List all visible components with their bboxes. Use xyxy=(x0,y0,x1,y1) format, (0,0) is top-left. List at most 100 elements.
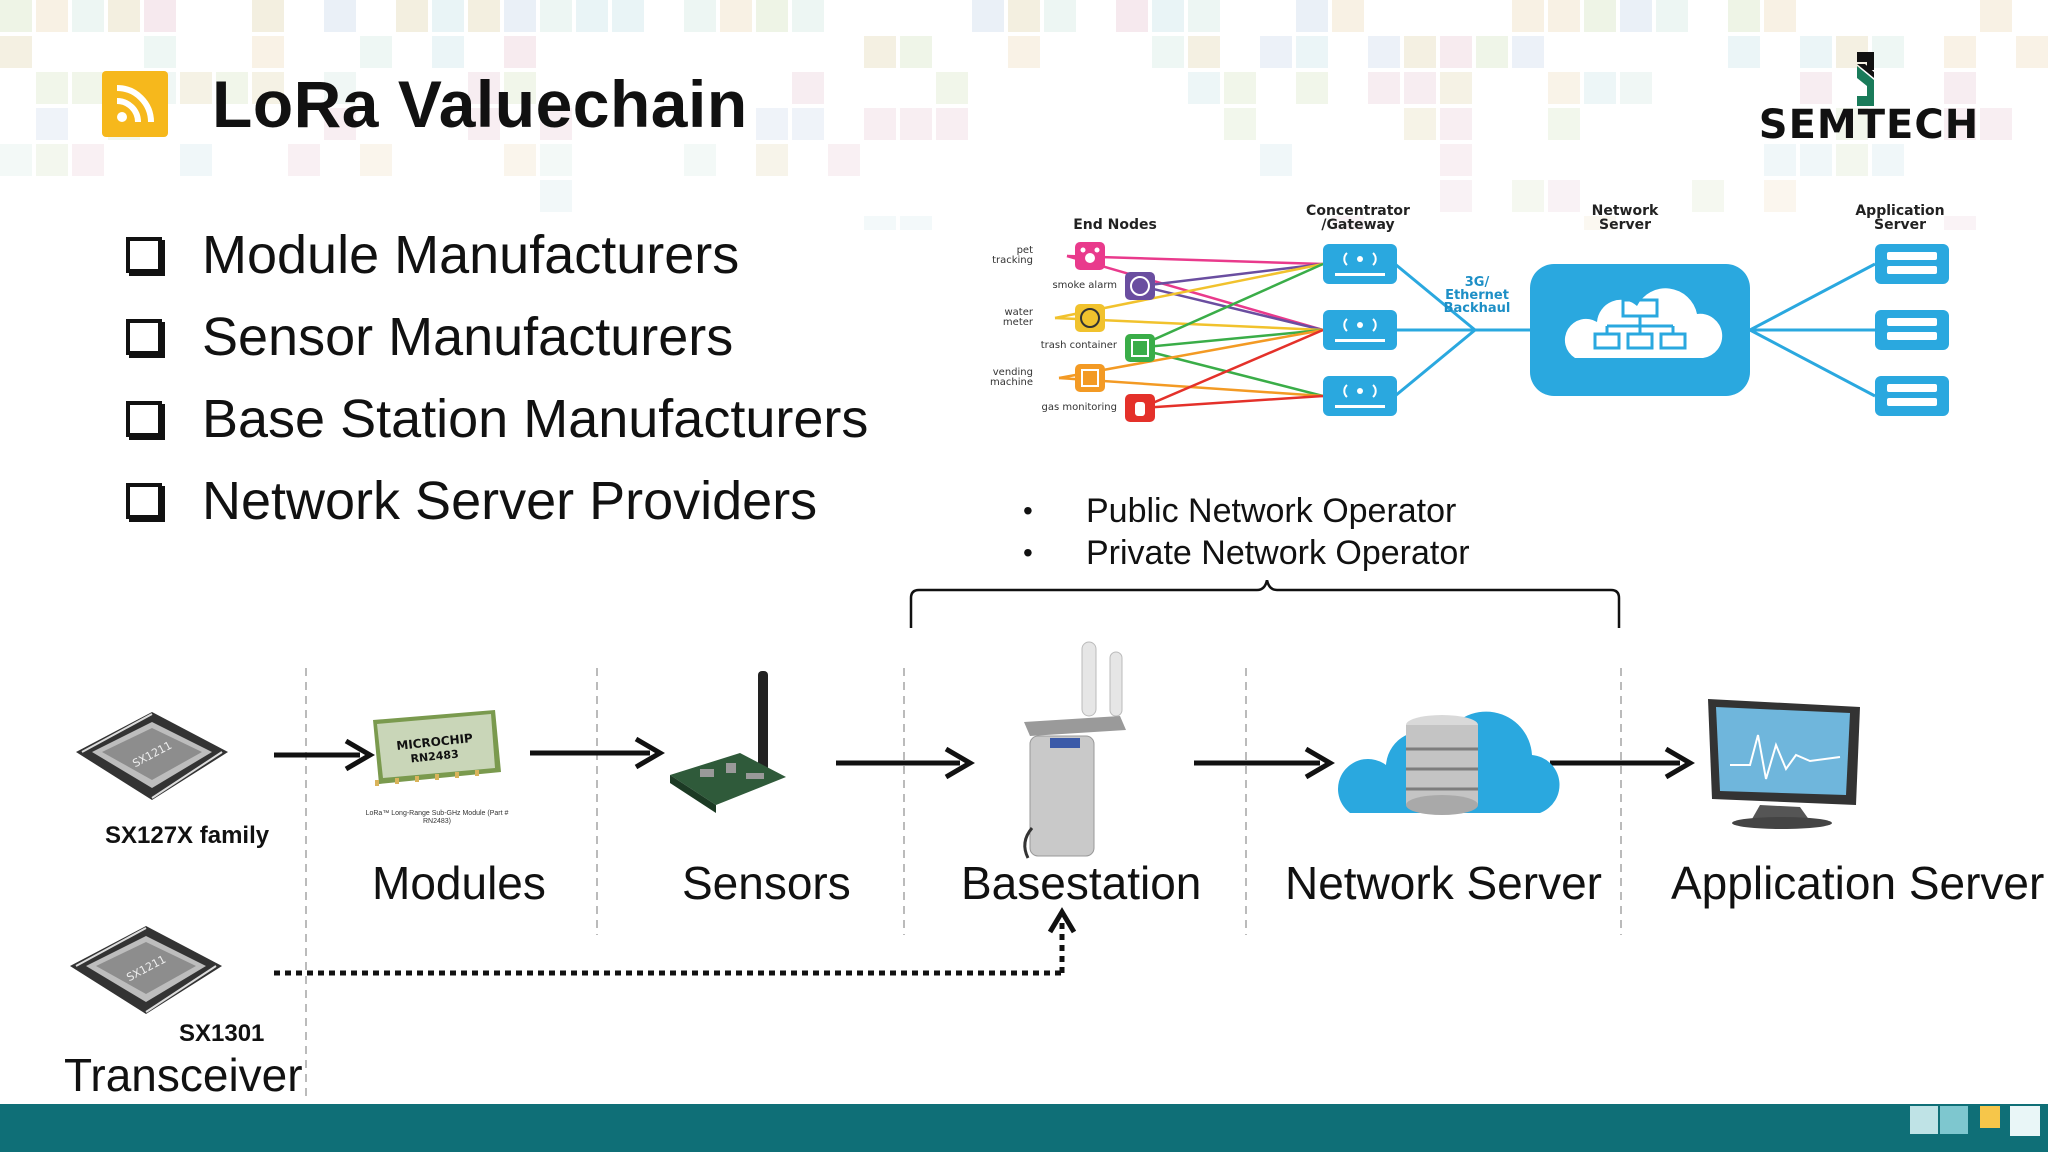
bullet-text: Network Server Providers xyxy=(202,471,818,531)
mosaic-tile xyxy=(612,0,644,32)
mosaic-tile xyxy=(1260,144,1292,176)
mosaic-tile xyxy=(1944,216,1976,230)
checkbox-icon xyxy=(126,401,162,437)
sx127x-caption: SX127X family xyxy=(105,822,270,849)
footer-square-decoration xyxy=(1940,1106,1968,1134)
mosaic-tile xyxy=(0,0,32,32)
header-mosaic-decoration xyxy=(0,0,2048,230)
application-monitor-icon xyxy=(1708,699,1860,829)
mosaic-tile xyxy=(1404,36,1436,68)
mosaic-tile xyxy=(1224,72,1256,104)
mosaic-tile xyxy=(324,72,356,104)
mosaic-tile xyxy=(1008,36,1040,68)
sx127x-chip-icon: SX1211 xyxy=(76,712,228,800)
mosaic-tile xyxy=(1800,144,1832,176)
mosaic-tile xyxy=(828,144,860,176)
mosaic-tile xyxy=(1980,108,2012,140)
mosaic-tile xyxy=(1944,72,1976,104)
mosaic-tile xyxy=(1152,36,1184,68)
network-diagram-graphic xyxy=(1054,242,1949,422)
mosaic-tile xyxy=(252,0,284,32)
mosaic-tile xyxy=(36,108,68,140)
mosaic-tile xyxy=(1296,72,1328,104)
mosaic-tile xyxy=(252,36,284,68)
footer-bar xyxy=(0,1104,2048,1152)
mosaic-tile xyxy=(468,108,500,140)
mosaic-tile xyxy=(216,72,248,104)
end-node-label: smoke alarm xyxy=(1052,280,1117,291)
mosaic-tile xyxy=(864,108,896,140)
operator-item: Public Network Operator xyxy=(1020,490,1470,532)
mosaic-tile xyxy=(1440,36,1472,68)
mosaic-tile xyxy=(144,0,176,32)
mosaic-tile xyxy=(1800,72,1832,104)
mosaic-tile xyxy=(576,0,608,32)
mosaic-tile xyxy=(1548,108,1580,140)
mosaic-tile xyxy=(1476,36,1508,68)
semtech-logo: SEMTECH xyxy=(1724,50,2014,150)
mosaic-tile xyxy=(1404,108,1436,140)
transceiver-label: Transceiver xyxy=(64,1049,303,1101)
header-network-server: Network Server xyxy=(1591,203,1659,233)
mosaic-tile xyxy=(360,144,392,176)
bullet-list: Module Manufacturers Sensor Manufacturer… xyxy=(126,214,868,542)
mosaic-tile xyxy=(1368,72,1400,104)
mosaic-tile xyxy=(468,0,500,32)
mosaic-tile xyxy=(756,108,788,140)
mosaic-tile xyxy=(1584,72,1616,104)
mosaic-tile xyxy=(1404,72,1436,104)
mosaic-tile xyxy=(900,36,932,68)
checkbox-icon xyxy=(126,237,162,273)
checkbox-icon xyxy=(126,319,162,355)
mosaic-tile xyxy=(1872,144,1904,176)
footer-square-decoration xyxy=(1980,1106,2000,1128)
bullet-text: Base Station Manufacturers xyxy=(202,389,869,449)
mosaic-tile xyxy=(1620,0,1652,32)
mosaic-tile xyxy=(540,144,572,176)
mosaic-tile xyxy=(1836,108,1868,140)
bullet-item: Network Server Providers xyxy=(126,460,868,542)
bullet-item: Sensor Manufacturers xyxy=(126,296,868,378)
mosaic-tile xyxy=(900,216,932,230)
mosaic-tile xyxy=(1368,36,1400,68)
mosaic-tile xyxy=(1548,0,1580,32)
header-end-nodes: End Nodes xyxy=(1073,217,1157,233)
label-modules: Modules xyxy=(372,857,546,909)
header-application-server: Application Server xyxy=(1855,203,1945,233)
label-network-server: Network Server xyxy=(1285,857,1602,909)
mosaic-tile xyxy=(936,72,968,104)
mosaic-tile xyxy=(1800,36,1832,68)
mosaic-tile xyxy=(540,108,572,140)
mosaic-tile xyxy=(792,0,824,32)
mosaic-tile xyxy=(36,0,68,32)
value-chain: SX1211 SX127X family MICROCHIP RN2483 Lo… xyxy=(0,600,2048,1120)
mosaic-tile xyxy=(468,72,500,104)
mosaic-tile xyxy=(1584,216,1616,230)
mosaic-tile xyxy=(108,0,140,32)
mosaic-tile xyxy=(1764,144,1796,176)
mosaic-tile xyxy=(1116,0,1148,32)
mosaic-tile xyxy=(288,144,320,176)
mosaic-tile xyxy=(144,36,176,68)
mosaic-tile xyxy=(0,36,32,68)
mosaic-tile xyxy=(72,72,104,104)
end-node-label: trash container xyxy=(1040,340,1117,351)
mosaic-tile xyxy=(1548,180,1580,212)
mosaic-tile xyxy=(72,144,104,176)
mosaic-tile xyxy=(1728,0,1760,32)
backhaul-label: 3G/ Ethernet Backhaul xyxy=(1443,275,1511,316)
network-server-cloud-icon xyxy=(1338,711,1560,815)
mosaic-tile xyxy=(756,144,788,176)
bullet-text: Sensor Manufacturers xyxy=(202,307,734,367)
module-part: RN2483 xyxy=(410,748,459,766)
mosaic-tile xyxy=(864,36,896,68)
mosaic-tile xyxy=(180,72,212,104)
mosaic-tile xyxy=(900,108,932,140)
mosaic-tile xyxy=(1440,180,1472,212)
bullet-item: Module Manufacturers xyxy=(126,214,868,296)
mosaic-tile xyxy=(504,144,536,176)
end-node-label: water meter xyxy=(1002,307,1033,328)
mosaic-tile xyxy=(360,36,392,68)
slide-title: LoRa Valuechain xyxy=(212,67,748,141)
mosaic-tile xyxy=(72,0,104,32)
